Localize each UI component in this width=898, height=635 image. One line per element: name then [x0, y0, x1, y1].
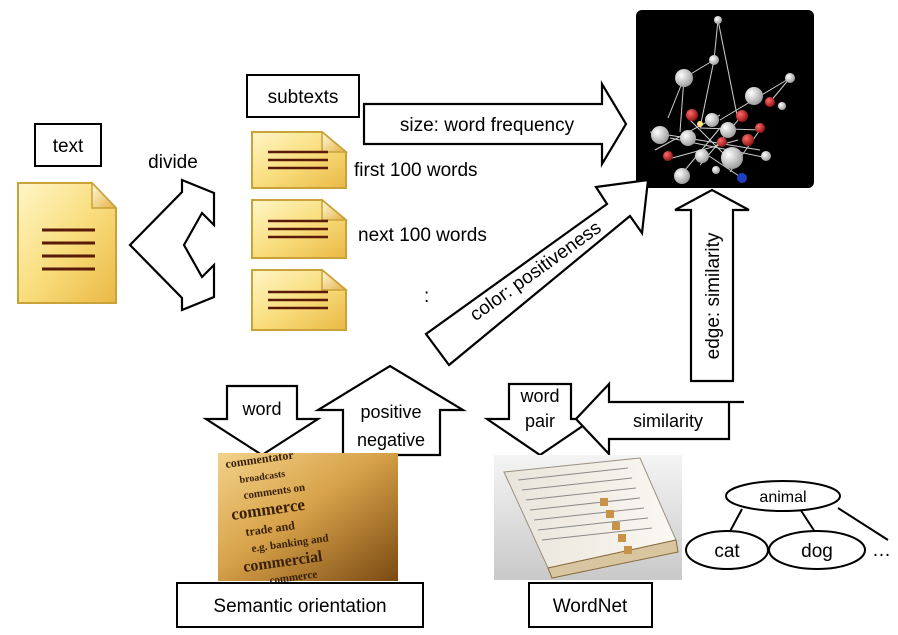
- text-label-box: text: [34, 123, 102, 167]
- positive-negative-up-arrow: [314, 364, 467, 457]
- divide-chevron-arrow: [128, 178, 216, 312]
- text-label: text: [53, 136, 84, 157]
- wordnet-book-photo: [494, 455, 682, 580]
- tree-node-animal: [725, 480, 841, 512]
- wordnet-label-box: WordNet: [528, 582, 653, 628]
- word-pair-label-line1: word: [519, 386, 559, 406]
- subtext-document-icon: [251, 268, 349, 331]
- tree-child-cat-label: cat: [714, 541, 740, 562]
- semantic-orientation-label-box: Semantic orientation: [176, 582, 424, 628]
- color-positiveness-label: color: positiveness: [466, 217, 605, 325]
- word-pair-down-arrow: [483, 382, 597, 457]
- svg-text:trade and: trade and: [244, 518, 295, 539]
- dictionary-photo: commentator broadcasts comments on comme…: [218, 447, 398, 587]
- color-positiveness-arrow: [424, 178, 650, 367]
- edge-similarity-label: edge: similarity: [703, 232, 724, 359]
- tree-more-label: …: [872, 540, 891, 561]
- semantic-orientation-label: Semantic orientation: [213, 596, 386, 617]
- subtexts-label: subtexts: [268, 87, 339, 108]
- size-word-frequency-arrow: [362, 80, 628, 168]
- word-label: word: [241, 399, 281, 419]
- tree-root-label: animal: [759, 489, 806, 506]
- wordnet-hierarchy-tree: animal cat dog …: [685, 480, 891, 570]
- graph-visualization: [636, 10, 814, 188]
- subtext-document-icon: [251, 198, 349, 259]
- subtext-document-icon: [251, 130, 349, 189]
- edge-similarity-arrow: [674, 188, 750, 383]
- similarity-label: similarity: [633, 411, 703, 431]
- wordnet-label: WordNet: [553, 596, 628, 617]
- continuation-colon: :: [424, 286, 429, 307]
- tree-child-dog-label: dog: [801, 541, 833, 562]
- positive-label: positive: [360, 402, 421, 422]
- subtexts-label-box: subtexts: [246, 74, 360, 118]
- next-100-words-label: next 100 words: [358, 225, 487, 246]
- divide-label: divide: [148, 152, 198, 173]
- negative-label: negative: [357, 430, 425, 450]
- first-100-words-label: first 100 words: [354, 160, 478, 181]
- size-word-frequency-label: size: word frequency: [400, 115, 575, 136]
- text-document-icon: [17, 181, 118, 304]
- tree-node-dog: [768, 530, 866, 570]
- word-down-arrow: [202, 384, 322, 457]
- similarity-left-arrow: [574, 381, 744, 457]
- word-pair-label-line2: pair: [525, 411, 555, 431]
